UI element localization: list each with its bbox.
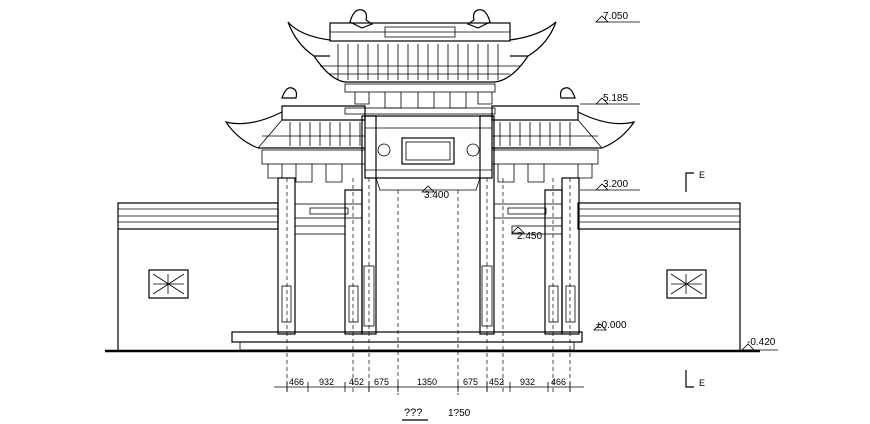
platform — [105, 331, 760, 353]
side-bay-beams — [294, 203, 563, 235]
elevation-3400: 3.400 — [421, 185, 449, 201]
ridge-beast-left-icon — [349, 9, 374, 29]
elevation-label: -0.420 — [747, 337, 776, 348]
lattice-window-left — [148, 269, 189, 299]
medallion-left-icon — [377, 143, 391, 157]
dimension-chain: 466 932 452 675 1350 675 452 932 466 — [274, 377, 584, 392]
elevation-0000: ±0.000 — [593, 320, 627, 331]
elevation-7050: 7.050 — [595, 11, 640, 23]
elevation-marks: 7.050 5.185 3.200 3.400 2.450 ±0.000 -0.… — [421, 11, 778, 351]
title-text: ??? — [404, 407, 422, 419]
dimension-label: 466 — [289, 377, 304, 387]
section-mark-bottom: E — [699, 378, 705, 388]
section-mark-top: E — [699, 170, 705, 180]
elevation-5185: 5.185 — [580, 93, 640, 105]
drawing-title: ??? 1?50 — [402, 407, 471, 421]
dimension-label: 932 — [520, 377, 535, 387]
dimension-label: 675 — [374, 377, 389, 387]
elevation-minus0420: -0.420 — [741, 337, 778, 351]
dimension-label: 932 — [319, 377, 334, 387]
dimension-label: 675 — [463, 377, 478, 387]
dimension-label: 466 — [551, 377, 566, 387]
medallion-right-icon — [466, 143, 480, 157]
ridge-beast-lower-left-icon — [281, 87, 298, 99]
dimension-label: 452 — [489, 377, 504, 387]
axis-lines — [286, 178, 571, 395]
elevation-3200: 3.200 — [580, 179, 640, 191]
name-plaque — [401, 137, 455, 165]
ridge-beast-lower-right-icon — [559, 87, 576, 99]
boundary-walls — [117, 202, 741, 350]
elevation-label: ±0.000 — [596, 320, 627, 331]
dimension-label: 1350 — [417, 377, 437, 387]
columns — [277, 115, 580, 335]
ridge-beast-right-icon — [466, 9, 491, 29]
elevation-label: 5.185 — [603, 93, 628, 104]
lattice-window-right — [666, 269, 707, 299]
central-frame — [364, 115, 493, 191]
elevation-label: 3.200 — [603, 179, 628, 190]
elevation-label: 7.050 — [603, 11, 628, 22]
lower-roof-left — [224, 87, 366, 183]
elevation-label: 2.450 — [517, 231, 542, 242]
dimension-label: 452 — [349, 377, 364, 387]
upper-roof — [287, 9, 557, 115]
elevation-label: 3.400 — [424, 190, 449, 201]
scale-text: 1?50 — [448, 408, 471, 419]
elevation-2450: 2.450 — [511, 226, 542, 242]
section-marks: E E — [685, 170, 705, 388]
